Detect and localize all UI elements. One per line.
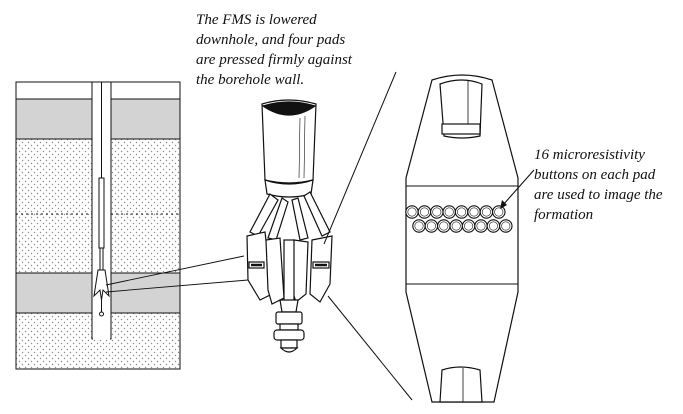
microresistivity-buttons (405, 205, 513, 233)
microresistivity-button-inner (414, 221, 424, 231)
microresistivity-button-inner (469, 207, 479, 217)
pad-body (405, 74, 519, 403)
microresistivity-button-inner (464, 221, 474, 231)
enlarged-pad (405, 74, 519, 403)
caption-line: formation (534, 207, 594, 223)
tool-pad-right (309, 235, 333, 303)
microresistivity-button-inner (432, 207, 442, 217)
tool-arm-right (303, 191, 331, 237)
microresistivity-button-inner (501, 221, 511, 231)
microresistivity-button-inner (426, 221, 436, 231)
microresistivity-button-inner (494, 207, 504, 217)
microresistivity-button-inner (476, 221, 486, 231)
microresistivity-button-inner (407, 207, 417, 217)
callout-lines-left (105, 255, 249, 293)
caption-line: downhole, and four pads (196, 32, 346, 48)
caption-line: are pressed firmly against (196, 52, 352, 68)
microresistivity-button-inner (444, 207, 454, 217)
microresistivity-button-inner (451, 221, 461, 231)
caption-line: are used to image the (534, 187, 663, 203)
caption-buttons: 16 microresistivity buttons on each pad … (534, 145, 663, 225)
tool-arm-inner-right (291, 197, 309, 241)
microresistivity-button-inner (457, 207, 467, 217)
borehole-section (15, 81, 181, 370)
caption-tool-lowered: The FMS is lowered downhole, and four pa… (196, 10, 352, 90)
caption-line: 16 microresistivity (534, 147, 645, 163)
pad-bottom-bracket (439, 366, 483, 403)
microresistivity-button-inner (419, 207, 429, 217)
caption-line: the borehole wall. (196, 72, 305, 88)
pointer-arrow (500, 169, 535, 209)
fms-tool-in-borehole (93, 82, 110, 317)
caption-line: buttons on each pad (534, 167, 656, 183)
microresistivity-button-inner (439, 221, 449, 231)
microresistivity-button-inner (481, 207, 491, 217)
caption-line: The FMS is lowered (196, 12, 317, 28)
callout-lines-right (323, 71, 413, 401)
fms-tool (246, 99, 333, 353)
microresistivity-button-inner (488, 221, 498, 231)
